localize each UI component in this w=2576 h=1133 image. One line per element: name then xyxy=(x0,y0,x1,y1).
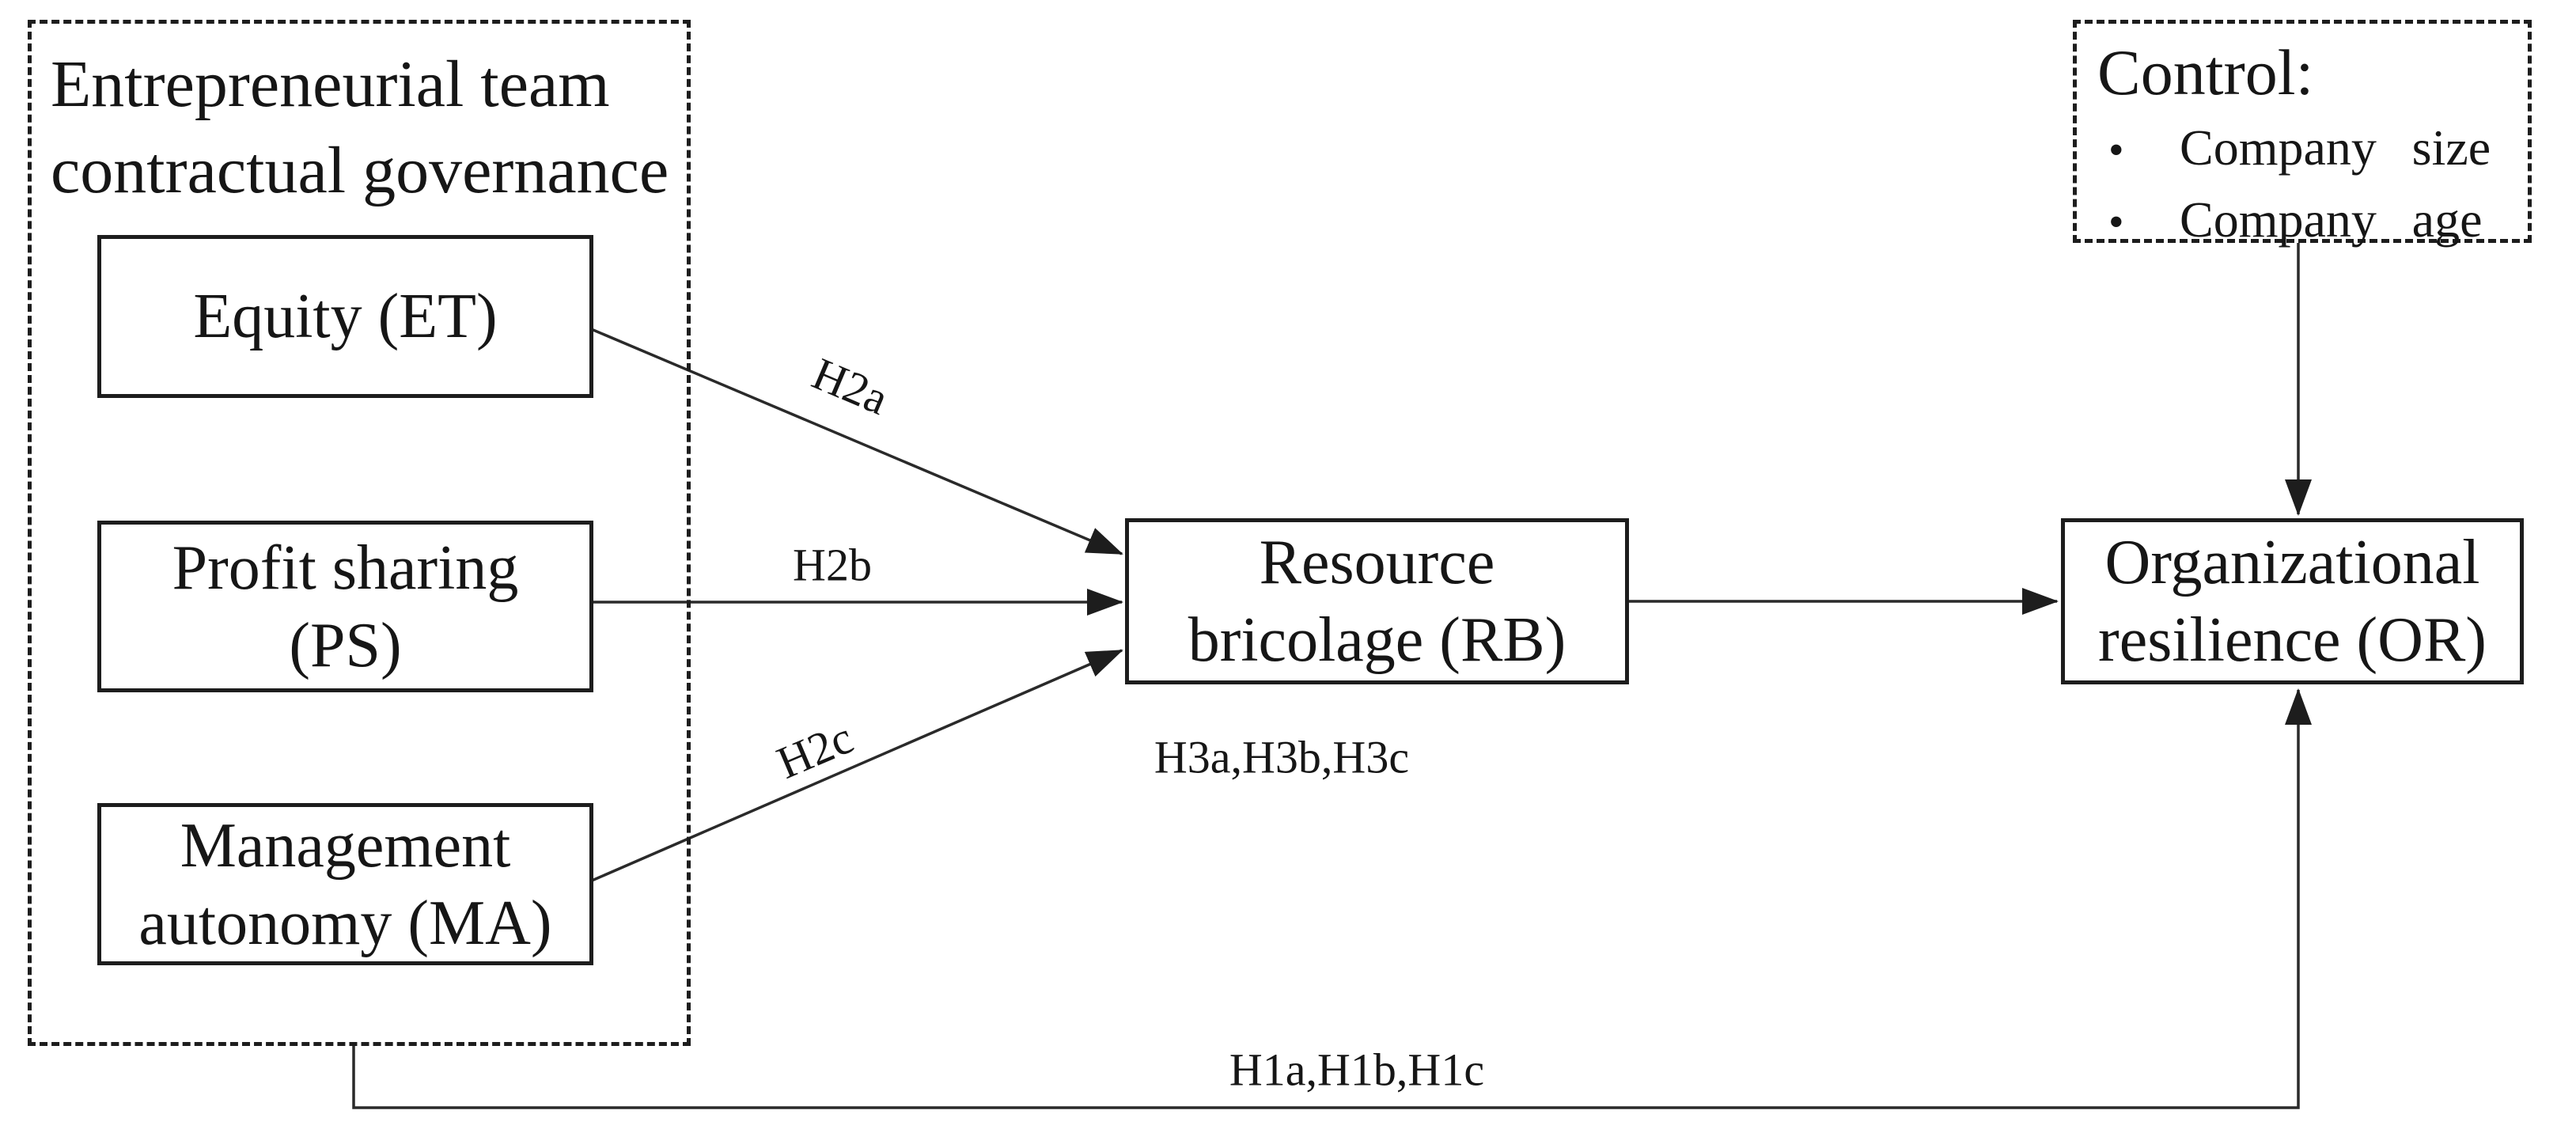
etcg-title-line1: Entrepreneurial team xyxy=(51,47,610,121)
hypothesis-label-h1: H1a,H1b,H1c xyxy=(1229,1044,1485,1096)
hypothesis-label-h3: H3a,H3b,H3c xyxy=(1154,731,1410,783)
profit-sharing-box-label: Profit sharing (PS) xyxy=(172,529,519,684)
control-item-company-age-label: Company age xyxy=(2180,191,2483,248)
control-item-company-size-label: Company size xyxy=(2180,119,2491,176)
profit-sharing-label-line1: Profit sharing xyxy=(172,532,519,603)
control-variables-box: Control: • Company size • Company age xyxy=(2073,20,2532,248)
bullet-icon: • xyxy=(2108,126,2124,175)
arrow-h2a xyxy=(589,327,1123,555)
profit-sharing-box: Profit sharing (PS) xyxy=(97,521,593,692)
arrow-h1-path xyxy=(352,688,2312,1109)
resource-bricolage-label-line1: Resource xyxy=(1259,528,1495,597)
bullet-icon: • xyxy=(2108,198,2124,247)
organizational-resilience-label-line2: resilience (OR) xyxy=(2098,605,2487,675)
profit-sharing-label-line2: (PS) xyxy=(289,610,402,680)
control-item-company-age: • Company age xyxy=(2108,191,2528,252)
equity-box: Equity (ET) xyxy=(97,235,593,398)
etcg-title-line2: contractual governance xyxy=(51,134,669,207)
equity-box-label: Equity (ET) xyxy=(193,278,497,355)
management-autonomy-box: Management autonomy (MA) xyxy=(97,803,593,965)
management-autonomy-box-label: Management autonomy (MA) xyxy=(138,807,551,962)
management-autonomy-label-line1: Management xyxy=(180,810,511,881)
equity-label-line1: Equity (ET) xyxy=(193,282,498,351)
arrow-h2c xyxy=(591,649,1123,882)
resource-bricolage-box-label: Resource bricolage (RB) xyxy=(1188,524,1566,679)
etcg-group-title: Entrepreneurial team contractual governa… xyxy=(51,41,669,214)
etcg-group-box: Entrepreneurial team contractual governa… xyxy=(28,20,691,1046)
resource-bricolage-label-line2: bricolage (RB) xyxy=(1188,605,1566,675)
management-autonomy-label-line2: autonomy (MA) xyxy=(138,888,552,958)
control-heading: Control: xyxy=(2097,36,2314,108)
hypothesis-label-h2b: H2b xyxy=(793,539,872,591)
resource-bricolage-box: Resource bricolage (RB) xyxy=(1125,518,1629,684)
organizational-resilience-label-line1: Organizational xyxy=(2104,528,2480,597)
organizational-resilience-box: Organizational resilience (OR) xyxy=(2061,518,2524,684)
organizational-resilience-box-label: Organizational resilience (OR) xyxy=(2098,524,2487,679)
control-item-company-size: • Company size xyxy=(2108,119,2528,180)
